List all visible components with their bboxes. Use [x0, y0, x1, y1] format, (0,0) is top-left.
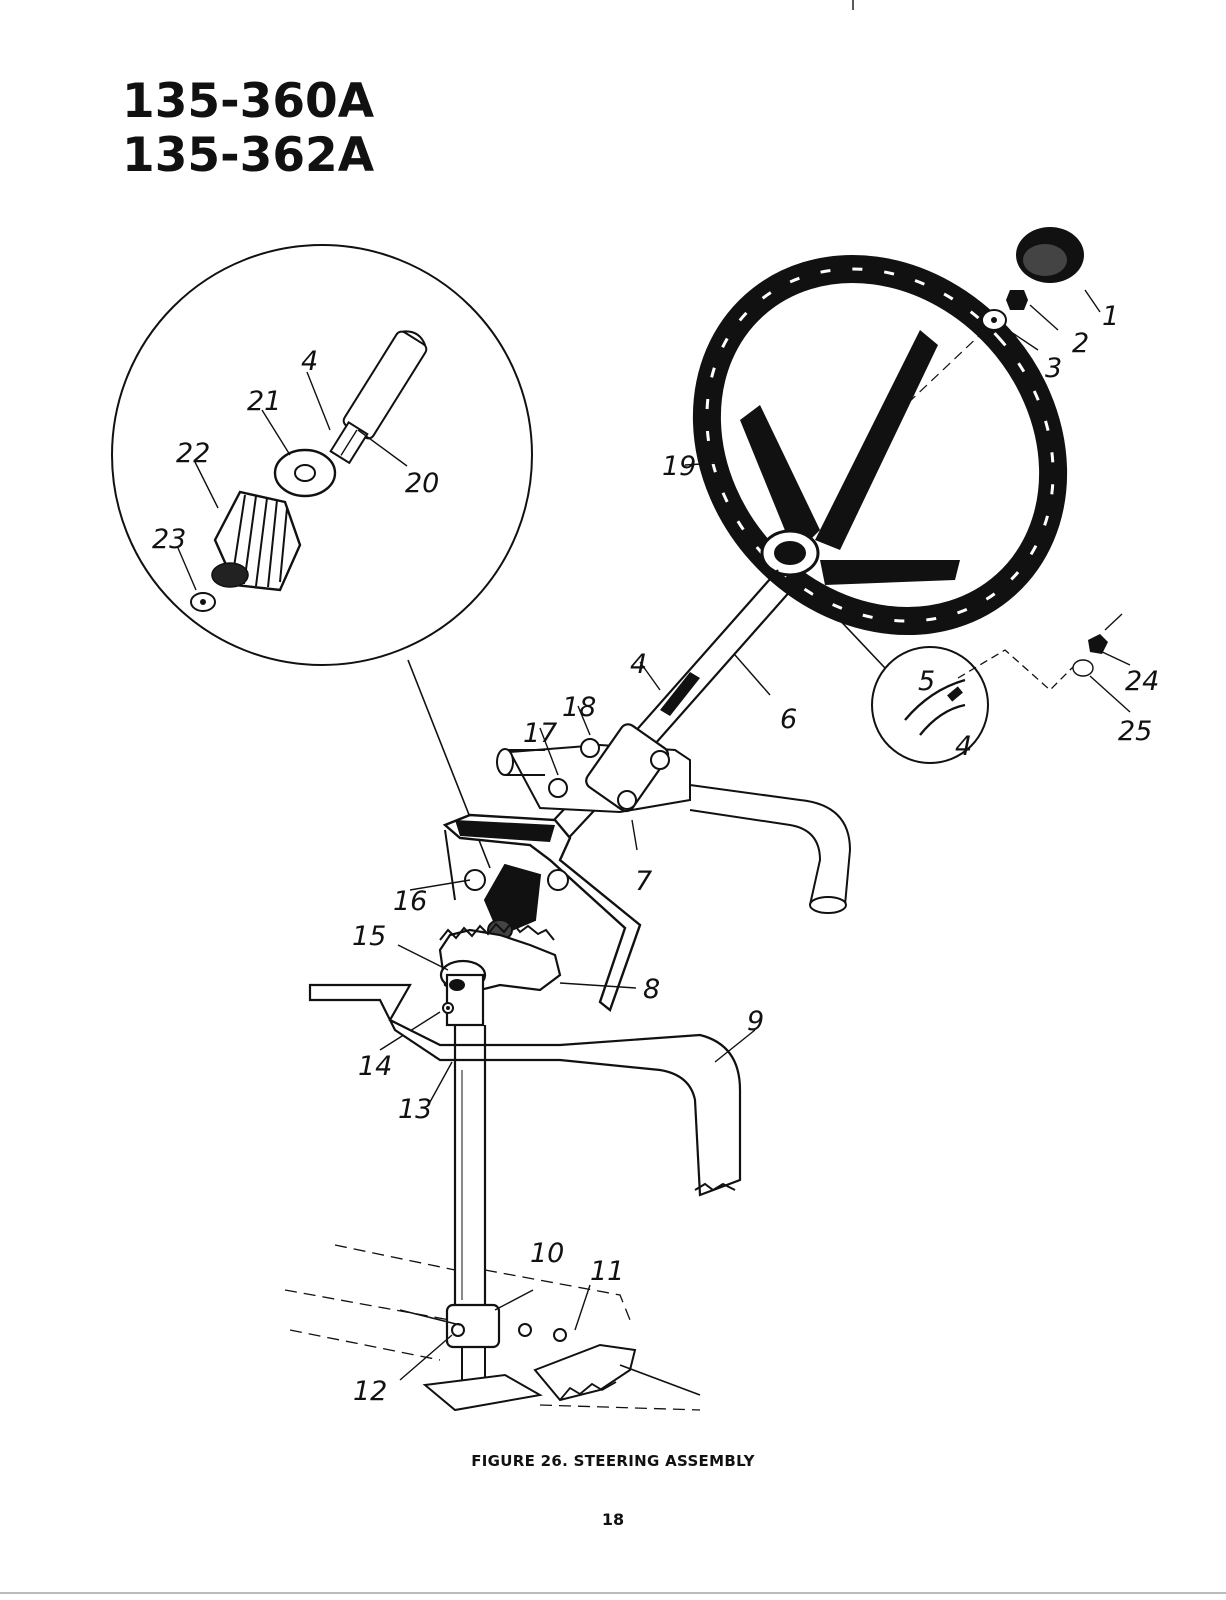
callout-15: 15 [352, 921, 386, 952]
callout-4: 4 [630, 649, 647, 680]
horn-cap-part [1016, 227, 1084, 283]
callout-25: 25 [1118, 716, 1152, 747]
callout-20: 20 [405, 468, 439, 499]
callout-2: 2 [1072, 328, 1089, 359]
callout-16: 16 [393, 886, 427, 917]
callout-6: 6 [780, 704, 797, 735]
callout-17: 17 [523, 718, 557, 749]
callout-22: 22 [176, 438, 210, 469]
callout-10: 10 [530, 1238, 564, 1269]
callout-13: 13 [398, 1094, 432, 1125]
drag-link-plate-part [422, 1323, 637, 1412]
callout-3: 3 [1045, 353, 1062, 384]
callout-14: 14 [358, 1051, 392, 1082]
bottom-divider [0, 1592, 1226, 1594]
callout-19: 19 [662, 451, 696, 482]
callout-23: 23 [152, 524, 186, 555]
callout-8: 8 [643, 974, 660, 1005]
callout-1: 1 [1102, 301, 1119, 332]
key-detail-circle [799, 577, 989, 764]
column-clamp-part [508, 723, 691, 814]
callout-detail-4: 4 [301, 346, 318, 377]
callout-24: 24 [1125, 666, 1159, 697]
ground-nut-part [1088, 634, 1108, 654]
callout-11: 11 [590, 1256, 624, 1287]
sector-gear-part [438, 920, 562, 1027]
callout-7: 7 [635, 866, 652, 897]
steering-wheel-part [692, 254, 1068, 636]
pinion-gear-part [211, 490, 302, 592]
callout-21: 21 [247, 386, 281, 417]
shaft-end-part [329, 330, 428, 465]
sector-shaft-part [445, 1025, 501, 1385]
model-number-primary: 135-360A [122, 74, 375, 129]
callout-5: 5 [918, 666, 935, 697]
frame-plate-part [308, 983, 742, 1197]
pinion-detail-circle [111, 244, 533, 869]
callout-detail-key-4: 4 [955, 731, 972, 762]
callout-12: 12 [353, 1376, 387, 1407]
callout-18: 18 [562, 692, 596, 723]
callout-labels: 1 2 3 4 5 6 7 8 9 10 11 12 13 14 15 16 1… [152, 301, 1159, 1407]
callout-9: 9 [747, 1006, 764, 1037]
model-number-secondary: 135-362A [122, 128, 375, 183]
hub-nut-part [1006, 290, 1028, 310]
page-number: 18 [601, 1510, 625, 1529]
figure-caption: FIGURE 26. STEERING ASSEMBLY [471, 1452, 755, 1470]
steering-bracket-part [442, 813, 642, 1012]
